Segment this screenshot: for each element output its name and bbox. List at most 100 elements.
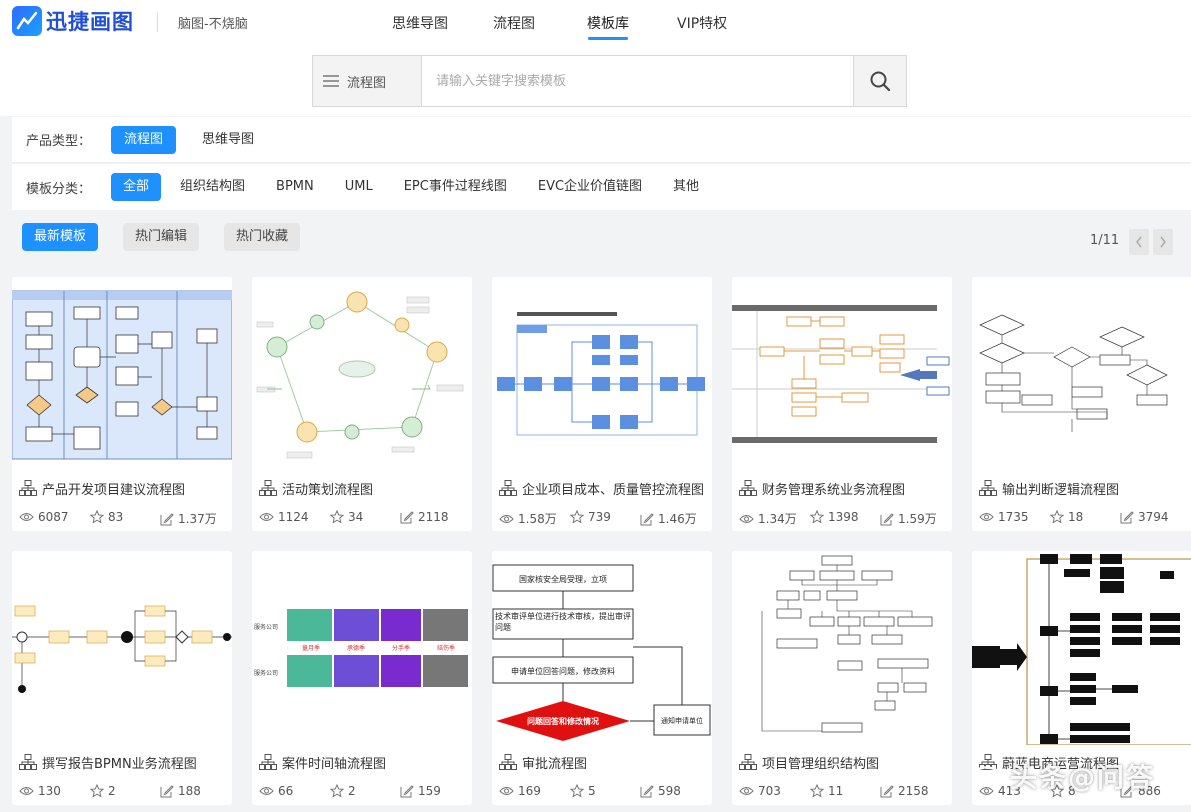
template-title[interactable]: 活动策划流程图: [282, 483, 374, 498]
template-card[interactable]: 财务管理系统业务流程图 1.34万 1398 1.59万: [732, 277, 952, 531]
category-other[interactable]: 其他: [673, 179, 700, 194]
stars-stat: 1398: [810, 510, 859, 524]
views-stat: 413: [979, 784, 1021, 798]
category-all[interactable]: 全部: [111, 173, 162, 201]
template-thumbnail[interactable]: [972, 551, 1191, 746]
stars-stat: 739: [570, 510, 611, 524]
edits-count: 1.37万: [178, 512, 217, 526]
template-stats: 1124 34 2118: [252, 510, 472, 528]
template-stats: 66 2 159: [252, 784, 472, 802]
edit-icon: [640, 512, 654, 525]
sort-hot-favorite[interactable]: 热门收藏: [224, 223, 301, 251]
star-icon: [330, 784, 344, 798]
template-card[interactable]: 国家核安全局受理，立项 技术审评单位进行技术审核，提出审评问题 申请单位回答问题…: [492, 551, 712, 805]
approval-notify: 通知申请单位: [661, 716, 703, 725]
category-filter: 模板分类： 全部 组织结构图 BPMN UML EPC事件过程线图 EVC企业价…: [12, 164, 1191, 210]
edits-count: 3794: [1138, 510, 1169, 524]
eye-icon: [259, 513, 274, 521]
edit-icon: [400, 511, 414, 524]
template-title[interactable]: 财务管理系统业务流程图: [762, 483, 906, 498]
product-type-mindmap[interactable]: 思维导图: [202, 131, 255, 147]
template-title[interactable]: 输出判断逻辑流程图: [1002, 483, 1120, 498]
template-title[interactable]: 撰写报告BPMN业务流程图: [42, 757, 197, 772]
search-input[interactable]: [422, 56, 853, 106]
views-count: 1.58万: [518, 512, 557, 526]
nav-templates[interactable]: 模板库: [587, 16, 629, 32]
views-count: 1.34万: [758, 512, 797, 526]
views-stat: 1.58万: [499, 510, 557, 527]
flowchart-icon: [19, 480, 37, 496]
timeline-row-1: 服务公司: [254, 623, 278, 631]
category-org-chart[interactable]: 组织结构图: [180, 179, 246, 194]
star-icon: [90, 784, 104, 798]
template-card[interactable]: 项目管理组织结构图 703 11 2158: [732, 551, 952, 805]
category-uml[interactable]: UML: [344, 179, 373, 194]
views-stat: 66: [259, 784, 293, 798]
template-thumbnail[interactable]: 童月季 承德季 分手季 结伤季 服务公司 服务公司: [252, 551, 472, 745]
edits-stat: 2158: [880, 784, 929, 798]
edit-icon: [160, 785, 174, 798]
sort-newest[interactable]: 最新模板: [22, 223, 99, 251]
template-title[interactable]: 案件时间轴流程图: [282, 757, 387, 772]
search-category-select[interactable]: 流程图: [313, 56, 422, 106]
views-stat: 6087: [19, 510, 69, 524]
views-count: 703: [758, 784, 781, 798]
edits-stat: 1.59万: [880, 510, 937, 527]
watermark-text: 头条@问答: [1010, 762, 1155, 794]
template-thumbnail[interactable]: [972, 277, 1191, 471]
template-card[interactable]: 产品开发项目建议流程图 6087 83 1.37万: [12, 277, 232, 531]
views-count: 130: [38, 784, 61, 798]
template-thumbnail[interactable]: [732, 551, 952, 745]
category-label: 模板分类：: [26, 181, 92, 197]
divider: [157, 12, 158, 32]
watermark: 头条@问答: [970, 745, 1191, 805]
edits-stat: 3794: [1120, 510, 1169, 524]
template-card[interactable]: 蔚蓝电商运营流程图 413 8 886: [972, 551, 1191, 805]
star-icon: [570, 784, 584, 798]
template-title[interactable]: 产品开发项目建议流程图: [42, 483, 186, 498]
category-epc[interactable]: EPC事件过程线图: [403, 179, 507, 194]
eye-icon: [259, 787, 274, 795]
template-card[interactable]: 输出判断逻辑流程图 1735 18 3794: [972, 277, 1191, 531]
logo[interactable]: 迅捷画图: [12, 6, 134, 36]
template-title[interactable]: 蔚蓝电商运营流程图: [1002, 757, 1120, 772]
template-thumbnail[interactable]: [732, 277, 952, 471]
prev-page-button[interactable]: [1129, 229, 1149, 255]
nav-mindmap[interactable]: 思维导图: [392, 16, 448, 32]
category-evc[interactable]: EVC企业价值链图: [537, 179, 643, 194]
eye-icon: [979, 787, 994, 795]
template-thumbnail[interactable]: 国家核安全局受理，立项 技术审评单位进行技术审核，提出审评问题 申请单位回答问题…: [492, 551, 712, 745]
template-thumbnail[interactable]: [12, 277, 232, 471]
template-thumbnail[interactable]: [252, 277, 472, 471]
search-box: 流程图: [312, 55, 907, 107]
template-card[interactable]: 撰写报告BPMN业务流程图 130 2 188: [12, 551, 232, 805]
category-bpmn[interactable]: BPMN: [276, 179, 314, 194]
flowchart-icon: [499, 754, 517, 770]
search-button[interactable]: [853, 56, 906, 106]
stars-count: 2: [348, 784, 356, 798]
template-title[interactable]: 企业项目成本、质量管控流程图: [522, 483, 705, 498]
approval-step-1: 国家核安全局受理，立项: [519, 574, 607, 584]
stars-count: 1398: [828, 510, 859, 524]
stars-stat: 83: [90, 510, 123, 524]
views-stat: 130: [19, 784, 61, 798]
template-thumbnail[interactable]: [492, 277, 712, 471]
template-title[interactable]: 项目管理组织结构图: [762, 757, 880, 772]
views-count: 1124: [278, 510, 309, 524]
logo-mark-icon: [12, 6, 42, 36]
flowchart-icon: [739, 480, 757, 496]
template-title[interactable]: 审批流程图: [522, 757, 588, 772]
eye-icon: [499, 787, 514, 795]
flowchart-icon: [259, 480, 277, 496]
sort-hot-edit[interactable]: 热门编辑: [123, 223, 200, 251]
nav-vip[interactable]: VIP特权: [677, 16, 728, 32]
sort-bar: 最新模板 热门编辑 热门收藏 1/11: [12, 216, 1191, 268]
template-card[interactable]: 童月季 承德季 分手季 结伤季 服务公司 服务公司 案件时间轴流程图 66 2 …: [252, 551, 472, 805]
template-card[interactable]: 企业项目成本、质量管控流程图 1.58万 739 1.46万: [492, 277, 712, 531]
next-page-button[interactable]: [1153, 229, 1173, 255]
search-area: 流程图: [0, 44, 1191, 116]
template-thumbnail[interactable]: [12, 551, 232, 745]
template-card[interactable]: 活动策划流程图 1124 34 2118: [252, 277, 472, 531]
product-type-flowchart[interactable]: 流程图: [111, 125, 177, 154]
nav-flowchart[interactable]: 流程图: [493, 16, 535, 32]
